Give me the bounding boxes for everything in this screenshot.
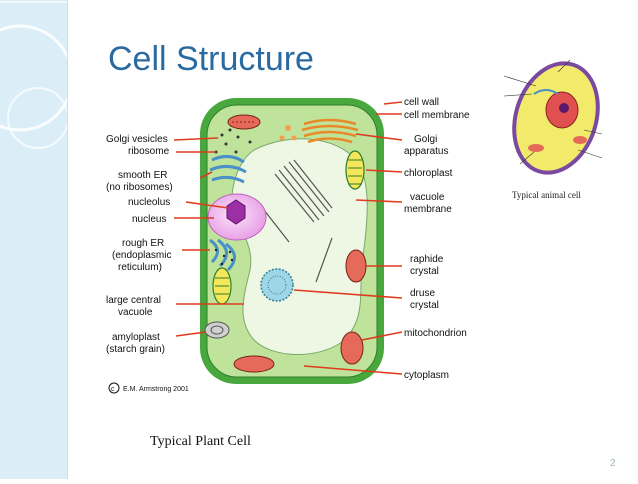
label-vacuole-membrane-2: membrane <box>404 204 452 215</box>
animal-er <box>533 89 559 95</box>
label-amyloplast-detail: (starch grain) <box>106 344 165 355</box>
animal-mitochondrion-2 <box>573 136 587 144</box>
druse-crystal <box>260 268 294 302</box>
animal-nucleolus <box>559 103 569 113</box>
label-rough-er-detail-1: (endoplasmic <box>112 250 171 261</box>
label-raphide-crystal: raphide <box>410 254 444 265</box>
slide-sidebar-decoration <box>0 0 74 479</box>
label-vacuole-membrane: vacuole <box>410 192 445 203</box>
label-smooth-er: smooth ER <box>118 170 167 181</box>
mitochondrion-right-mid <box>345 249 367 283</box>
label-golgi-apparatus: apparatus <box>404 146 448 157</box>
label-large-vacuole: large central <box>106 295 161 306</box>
amyloplast <box>204 321 230 339</box>
nucleus <box>207 193 267 241</box>
label-arrows <box>173 101 403 375</box>
sidebar-swirl-graphic <box>0 1 74 149</box>
label-chloroplast: chloroplast <box>404 168 453 179</box>
label-druse-crystal-2: crystal <box>410 300 439 311</box>
animal-cell-diagram <box>503 59 603 175</box>
copyright-text: E.M. Armstrong 2001 <box>123 386 189 393</box>
rough-er-ribosomes <box>214 248 234 266</box>
label-raphide-crystal-2: crystal <box>410 266 439 277</box>
animal-label-lines <box>503 59 603 165</box>
label-golgi-vesicles: Golgi vesicles <box>106 134 168 145</box>
label-cell-membrane: cell membrane <box>404 110 470 121</box>
mitochondrion-bottom <box>233 355 275 373</box>
label-cytoplasm: cytoplasm <box>404 370 449 381</box>
golgi-small-vesicles <box>279 125 297 141</box>
chloroplast-left <box>212 267 232 305</box>
page-number: 2 <box>610 458 616 469</box>
label-amyloplast: amyloplast <box>112 332 160 343</box>
label-golgi: Golgi <box>414 134 437 145</box>
label-cell-wall: cell wall <box>404 97 439 108</box>
label-druse-crystal: druse <box>410 288 435 299</box>
copyright-note: c E.M. Armstrong 2001 <box>108 382 189 394</box>
label-large-vacuole-2: vacuole <box>118 307 153 318</box>
slide-title: Cell Structure <box>108 40 314 78</box>
label-rough-er-detail-2: reticulum) <box>118 262 162 273</box>
plant-cell-caption: Typical Plant Cell <box>150 434 251 449</box>
label-nucleolus: nucleolus <box>128 197 170 208</box>
plant-cell-diagram: Golgi vesicles ribosome smooth ER (no ri… <box>106 97 470 394</box>
copyright-symbol: c <box>111 386 115 393</box>
raphide-crystals <box>263 159 333 283</box>
mitochondrion-right-low <box>340 331 364 365</box>
chloroplast-right <box>345 150 365 190</box>
animal-cell-caption: Typical animal cell <box>512 190 581 200</box>
animal-mitochondrion <box>528 144 544 152</box>
label-smooth-er-detail: (no ribosomes) <box>106 182 173 193</box>
smooth-er <box>209 155 247 184</box>
label-nucleus: nucleus <box>132 214 166 225</box>
label-mitochondrion: mitochondrion <box>404 328 467 339</box>
mitochondrion-top <box>227 114 261 130</box>
label-rough-er: rough ER <box>122 238 164 249</box>
golgi-apparatus <box>301 118 359 144</box>
nucleolus <box>226 199 246 225</box>
label-ribosome: ribosome <box>128 146 170 157</box>
